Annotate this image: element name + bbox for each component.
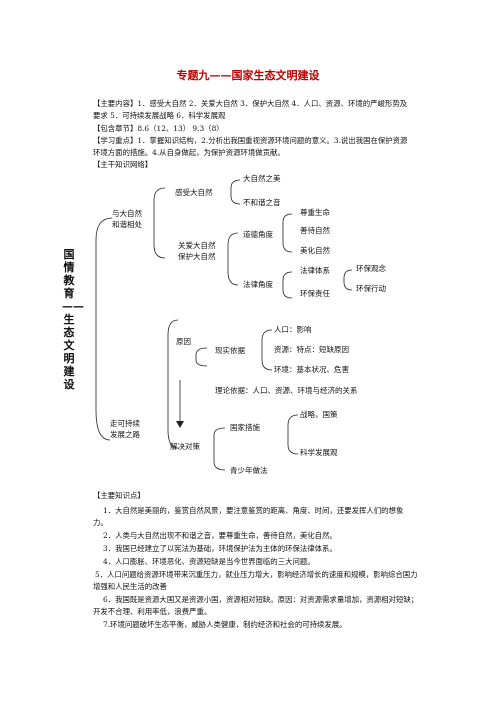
vertical-label: 国情教育——生态文明建设: [62, 248, 84, 391]
legal-brace: [282, 271, 293, 299]
study-focus: 【学习重点】1．掌握知识结构，2.分析出我国重视资源环境问题的意义。3.说出我国…: [93, 136, 408, 157]
node-environment: 环境：基本状况、危害: [274, 365, 349, 374]
node-science: 科学发展观: [300, 448, 338, 457]
node-cause: 原因: [176, 337, 191, 346]
node-national: 国家措施: [230, 423, 260, 432]
node-harmony: 与大自然 和谐相处: [112, 209, 142, 229]
node-sustainable: 走可持续 发展之路: [110, 419, 140, 439]
node-discord: 不和谐之音: [243, 198, 281, 207]
national-brace: [287, 414, 299, 455]
down-arrow-icon: [176, 421, 184, 428]
node-youth: 青少年做法: [230, 466, 268, 475]
node-theory: 理论依据：人口、资源、环境与经济的关系: [215, 386, 358, 395]
node-env-action: 环保行动: [356, 284, 386, 293]
node-feel: 感受大自然: [175, 188, 213, 197]
point-1: 1．大自然是美丽的，鉴赏自然风景，要注意鉴赏的距离、角度、时间，还要发挥人们的想…: [93, 506, 404, 527]
solutions-brace: [213, 427, 226, 471]
node-population: 人口：影响: [274, 325, 312, 334]
node-reality: 现实依据: [215, 346, 245, 355]
node-beautify: 美化自然: [300, 246, 330, 255]
main-brace: [95, 217, 113, 441]
cause-brace: [195, 347, 208, 367]
node-care: 关爱大自然 保护大自然: [178, 241, 216, 261]
node-legal: 法律角度: [243, 280, 273, 289]
node-env-concept: 环保观念: [356, 264, 386, 273]
point-6: 6．我国既是资源大国又是资源小国，资源相对短缺。原因：对资源需求量增加，资源相对…: [93, 595, 419, 616]
care-brace: [227, 232, 239, 286]
moral-brace: [282, 213, 293, 253]
network-heading: 【主干知识网络】: [93, 160, 153, 169]
harmony-brace: [153, 187, 166, 259]
node-env-duty: 环保责任: [300, 289, 330, 298]
chapters: 【包含章节】8.6（12、13） 9.3（8）: [93, 124, 224, 133]
reality-brace: [261, 329, 273, 371]
node-solutions: 解决对策: [170, 442, 200, 451]
node-kind-nature: 善待自然: [300, 226, 330, 235]
node-resources: 资源：特点：短缺原因: [274, 345, 349, 354]
sustainable-brace: [167, 319, 179, 449]
node-strategy: 战略，国策: [300, 410, 338, 419]
knowledge-heading: 【主要知识点】: [93, 491, 145, 500]
point-2: 2．人类与大自然出现不和谐之音，要尊重生命，善待自然，美化自然。: [103, 531, 337, 540]
node-respect-life: 尊重生命: [300, 208, 330, 217]
point-7: 7.环境问题破坏生态平衡，威胁人类健康，制约经济和社会的可持续发展。: [103, 620, 347, 629]
node-law-system: 法律体系: [300, 266, 330, 275]
node-moral: 道德角度: [243, 230, 273, 239]
page-title: 专题九——国家生态文明建设: [176, 69, 320, 82]
point-5: 5．人口问题给资源环境带来沉重压力，就业压力增大，影响经济增长的速度和规模，影响…: [93, 570, 418, 591]
main-content: 【主要内容】1．感受大自然 2．关爱大自然 3．保护大自然 4．人口、资源、环境…: [93, 99, 408, 120]
point-3: 3．我国已经建立了以宪法为基础，环境保护法为主体的环保法律体系。: [103, 544, 337, 553]
point-4: 4．人口膨胀、环境恶化、资源短缺是当今世界面临的三大问题。: [103, 557, 315, 566]
node-beauty: 大自然之美: [243, 174, 281, 183]
env-duty-brace: [343, 269, 353, 291]
feel-brace: [230, 179, 241, 205]
